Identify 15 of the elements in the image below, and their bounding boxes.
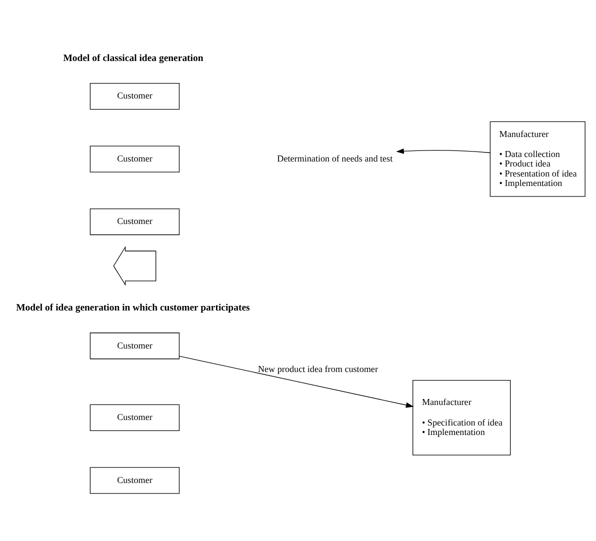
arrow <box>396 148 490 154</box>
node-box: Customer <box>90 146 180 172</box>
node-box: Customer <box>90 83 180 110</box>
node-box: Customer <box>90 332 180 360</box>
node-box: Customer <box>90 208 180 236</box>
node-box: Customer <box>90 467 180 494</box>
node-box: Manufacturer • Specification of idea • Implementation <box>412 380 511 456</box>
node-box: Manufacturer • Data collection • Product idea • Presentation of idea • Implementation <box>490 121 586 197</box>
node-box: Customer <box>90 404 180 432</box>
edge-label: New product idea from customer <box>258 364 378 374</box>
node-arrow <box>113 246 156 286</box>
arrow <box>179 356 414 408</box>
label: Model of idea generation in which customer participates <box>16 302 250 314</box>
label: Model of classical idea generation <box>63 52 204 64</box>
node-text: Determination of needs and test <box>277 153 393 164</box>
